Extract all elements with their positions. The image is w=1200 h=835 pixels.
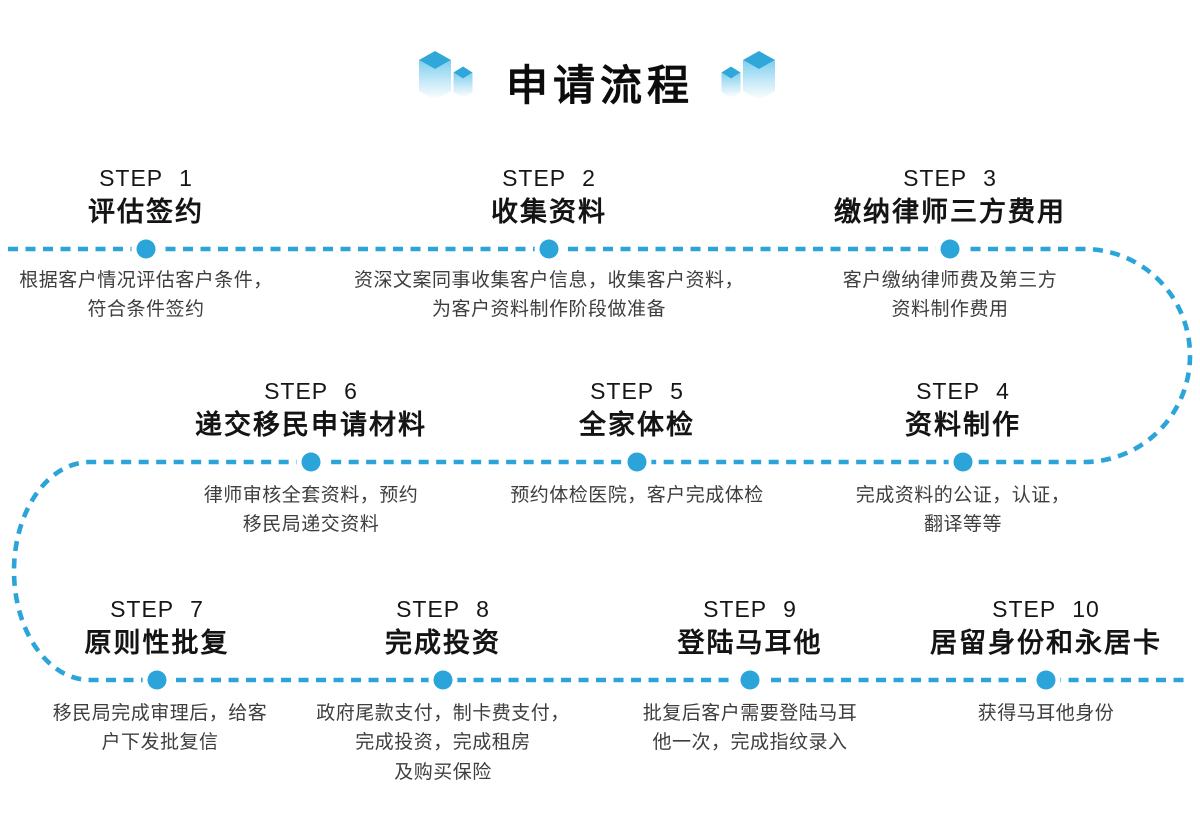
step-dot: [1036, 670, 1056, 690]
step-7-number: STEP 7: [110, 596, 204, 622]
step-dot: [433, 670, 453, 690]
step-2-number: STEP 2: [502, 165, 596, 191]
step-3-heading: STEP 3 缴纳律师三方费用: [834, 164, 1066, 230]
step-5-description: 预约体检医院，客户完成体检: [510, 485, 764, 506]
step-dot: [740, 670, 760, 690]
step-5-number: STEP 5: [590, 378, 684, 404]
step-6-title: 递交移民申请材料: [195, 409, 427, 440]
step-7-title: 原则性批复: [84, 627, 230, 658]
step-10-heading: STEP 10 居留身份和永居卡: [930, 595, 1162, 661]
step-10-description: 获得马耳他身份: [977, 703, 1115, 724]
step-1-number: STEP 1: [99, 165, 193, 191]
step-10-number: STEP 10: [992, 596, 1100, 622]
step-5-heading: STEP 5 全家体检: [579, 377, 695, 443]
step-5-title: 全家体检: [579, 409, 695, 440]
step-9-heading: STEP 9 登陆马耳他: [678, 595, 823, 661]
step-9-description: 批复后客户需要登陆马耳 他一次，完成指纹录入: [642, 703, 858, 754]
isometric-cubes-icon: [419, 51, 473, 100]
step-1-description: 根据客户情况评估客户条件， 符合条件签约: [19, 270, 273, 321]
step-4-description: 完成资料的公证，认证， 翻译等等: [855, 485, 1071, 536]
step-dot: [953, 452, 973, 472]
step-3-description: 客户缴纳律师费及第三方 资料制作费用: [842, 270, 1058, 321]
step-dot: [147, 670, 167, 690]
step-9-number: STEP 9: [703, 596, 797, 622]
step-8-number: STEP 8: [396, 596, 490, 622]
isometric-cubes-icon: [721, 51, 775, 100]
step-6-heading: STEP 6 递交移民申请材料: [195, 377, 427, 443]
step-2-title: 收集资料: [491, 196, 607, 227]
step-dots: [131, 234, 1061, 695]
step-3-number: STEP 3: [903, 165, 997, 191]
step-9-title: 登陆马耳他: [677, 627, 823, 658]
step-dot: [539, 239, 559, 259]
step-4-number: STEP 4: [916, 378, 1010, 404]
page-title: 申请流程: [505, 62, 695, 109]
step-6-number: STEP 6: [264, 378, 358, 404]
dotted-flow-line: [8, 246, 1193, 683]
step-7-description: 移民局完成审理后，给客 户下发批复信: [52, 703, 268, 754]
step-8-description: 政府尾款支付，制卡费支付， 完成投资，完成租房 及购买保险: [316, 703, 570, 783]
step-8-heading: STEP 8 完成投资: [385, 595, 501, 661]
step-dot: [627, 452, 647, 472]
step-1-title: 评估签约: [88, 196, 204, 227]
step-3-title: 缴纳律师三方费用: [834, 196, 1066, 227]
step-2-heading: STEP 2 收集资料: [491, 164, 607, 230]
step-dot: [136, 239, 156, 259]
step-2-description: 资深文案同事收集客户信息，收集客户资料， 为客户资料制作阶段做准备: [353, 270, 745, 321]
step-dot: [301, 452, 321, 472]
step-4-title: 资料制作: [905, 409, 1021, 440]
step-10-title: 居留身份和永居卡: [930, 627, 1162, 658]
step-4-heading: STEP 4 资料制作: [905, 377, 1021, 443]
step-7-heading: STEP 7 原则性批复: [85, 595, 230, 661]
step-1-heading: STEP 1 评估签约: [88, 164, 204, 230]
step-6-description: 律师审核全套资料，预约 移民局递交资料: [203, 485, 419, 536]
step-dot: [940, 239, 960, 259]
step-8-title: 完成投资: [385, 627, 501, 658]
